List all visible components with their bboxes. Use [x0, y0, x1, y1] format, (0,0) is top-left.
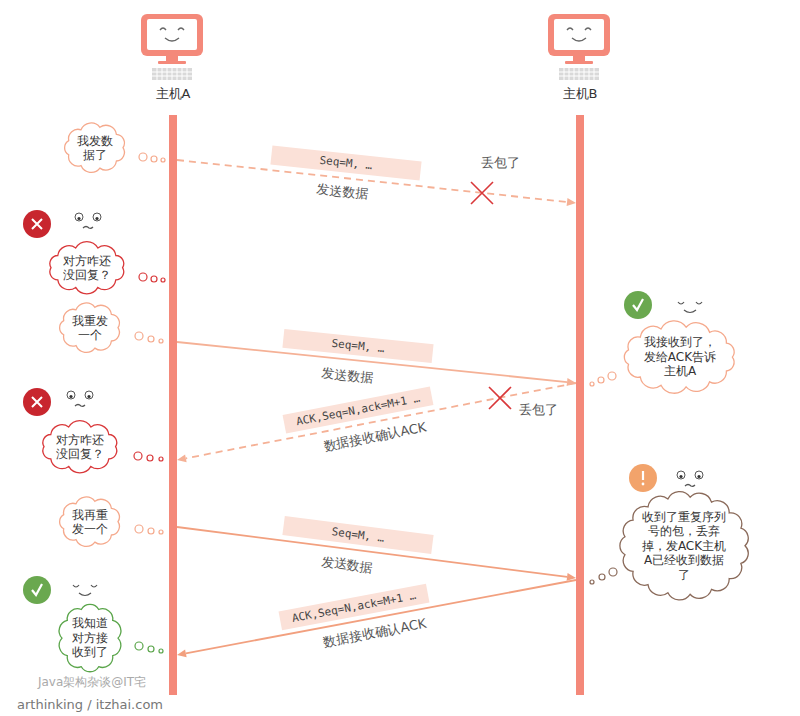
message-note: 丢包了 [481, 154, 520, 172]
thought-text: 我接收到了，发给ACK告诉主机A [641, 335, 719, 378]
message-note: 数据接收确认ACK [322, 615, 428, 652]
sequence-label: Seq=M, … [271, 146, 422, 181]
thought-cloud: 我知道对方接收到了 [57, 603, 123, 673]
message-note: 发送数据 [320, 553, 374, 577]
host-name: 主机B [563, 85, 598, 103]
message-note: 数据接收确认ACK [322, 418, 428, 455]
thought-cloud: 收到了重复序列号的包，丢弃掉，发ACK主机A已经收到数据了 [619, 492, 750, 600]
face-icon [67, 213, 703, 596]
thought-cloud: 我发数据了 [62, 122, 128, 173]
message-note: 发送数据 [320, 364, 374, 387]
host-lifeline: 主机B [576, 115, 584, 695]
thought-text: 我再重发一个 [70, 508, 110, 537]
watermark: Java架构杂谈@IT宅 [38, 674, 146, 691]
thought-cloud: 我再重发一个 [57, 496, 123, 547]
message-arrow [177, 383, 576, 462]
sequence-label: Seq=M, … [282, 328, 433, 362]
message-arrow [177, 580, 576, 657]
thought-text: 我发数据了 [75, 134, 115, 163]
loss-cross [471, 182, 511, 409]
thought-cloud: 我接收到了，发给ACK告诉主机A [622, 322, 737, 392]
thought-bubbles [134, 153, 617, 653]
host-name: 主机A [156, 85, 191, 103]
thought-cloud: 对方咋还没回复？ [46, 242, 128, 293]
thought-text: 我重发一个 [70, 314, 110, 343]
thought-cloud: 对方咋还没回复？ [39, 421, 121, 472]
thought-text: 对方咋还没回复？ [54, 433, 106, 462]
thought-cloud: 我重发一个 [57, 302, 123, 353]
thought-text: 收到了重复序列号的包，丢弃掉，发ACK主机A已经收到数据了 [639, 510, 729, 582]
status-icon [23, 210, 657, 604]
host-icon [141, 14, 610, 80]
host-lifeline: 主机A [169, 115, 177, 695]
message-note: 丢包了 [519, 401, 558, 419]
message-note: 发送数据 [315, 180, 369, 203]
watermark: arthinking / itzhai.com [17, 697, 163, 712]
thought-text: 我知道对方接收到了 [70, 616, 110, 659]
sequence-label: Seq=M, … [283, 516, 434, 554]
thought-text: 对方咋还没回复？ [61, 254, 113, 283]
